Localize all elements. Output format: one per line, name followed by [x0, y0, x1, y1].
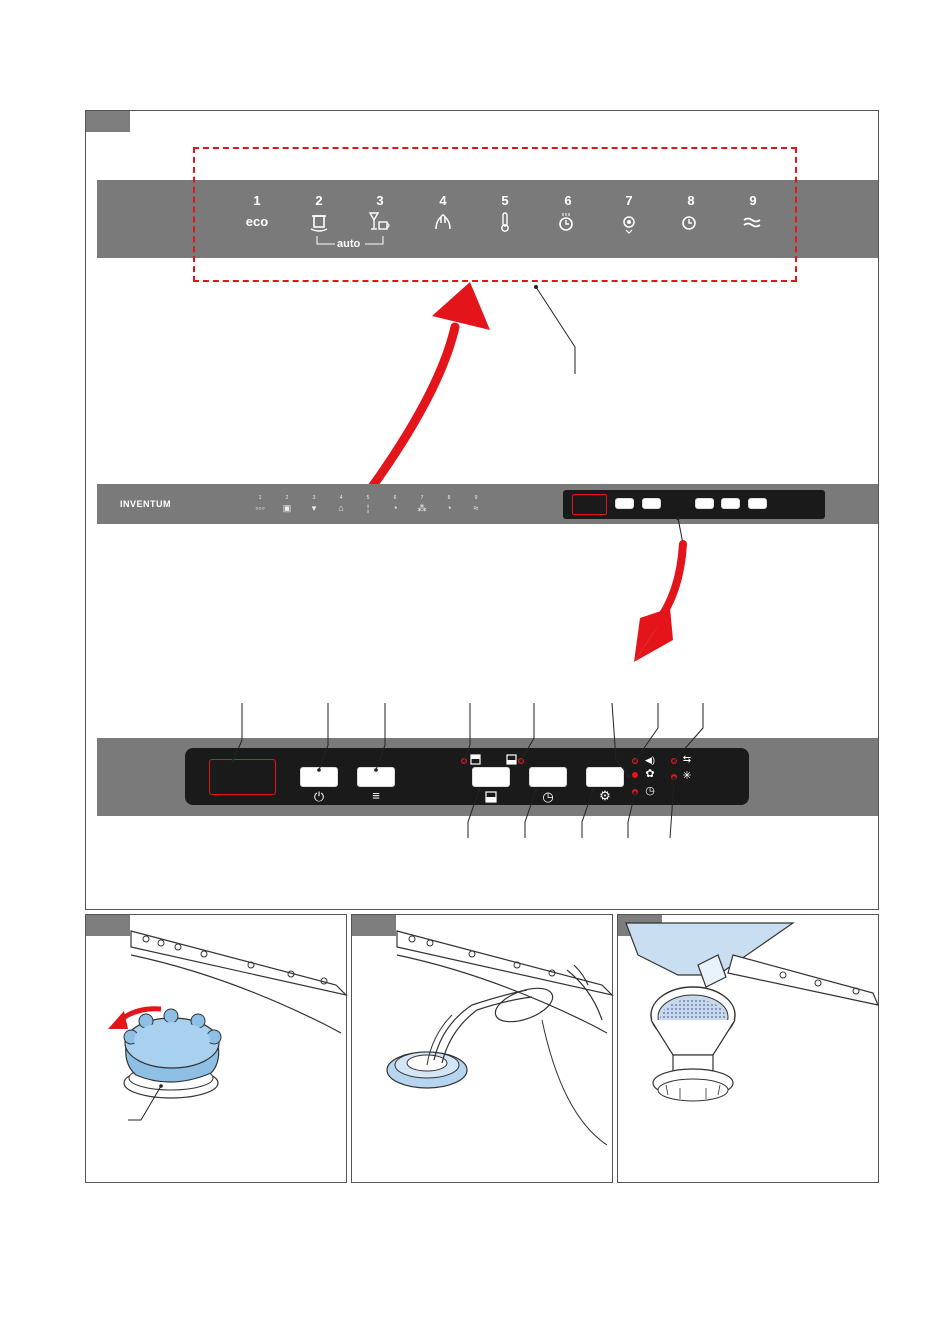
filter-remove-illustration [352, 915, 614, 1184]
callout-lines [0, 0, 950, 900]
salt-fill-illustration [618, 915, 880, 1184]
figure-step-1 [85, 914, 347, 1183]
filter-unscrew-illustration [86, 915, 348, 1184]
figure-step-3 [617, 914, 879, 1183]
figure-step-2 [351, 914, 613, 1183]
